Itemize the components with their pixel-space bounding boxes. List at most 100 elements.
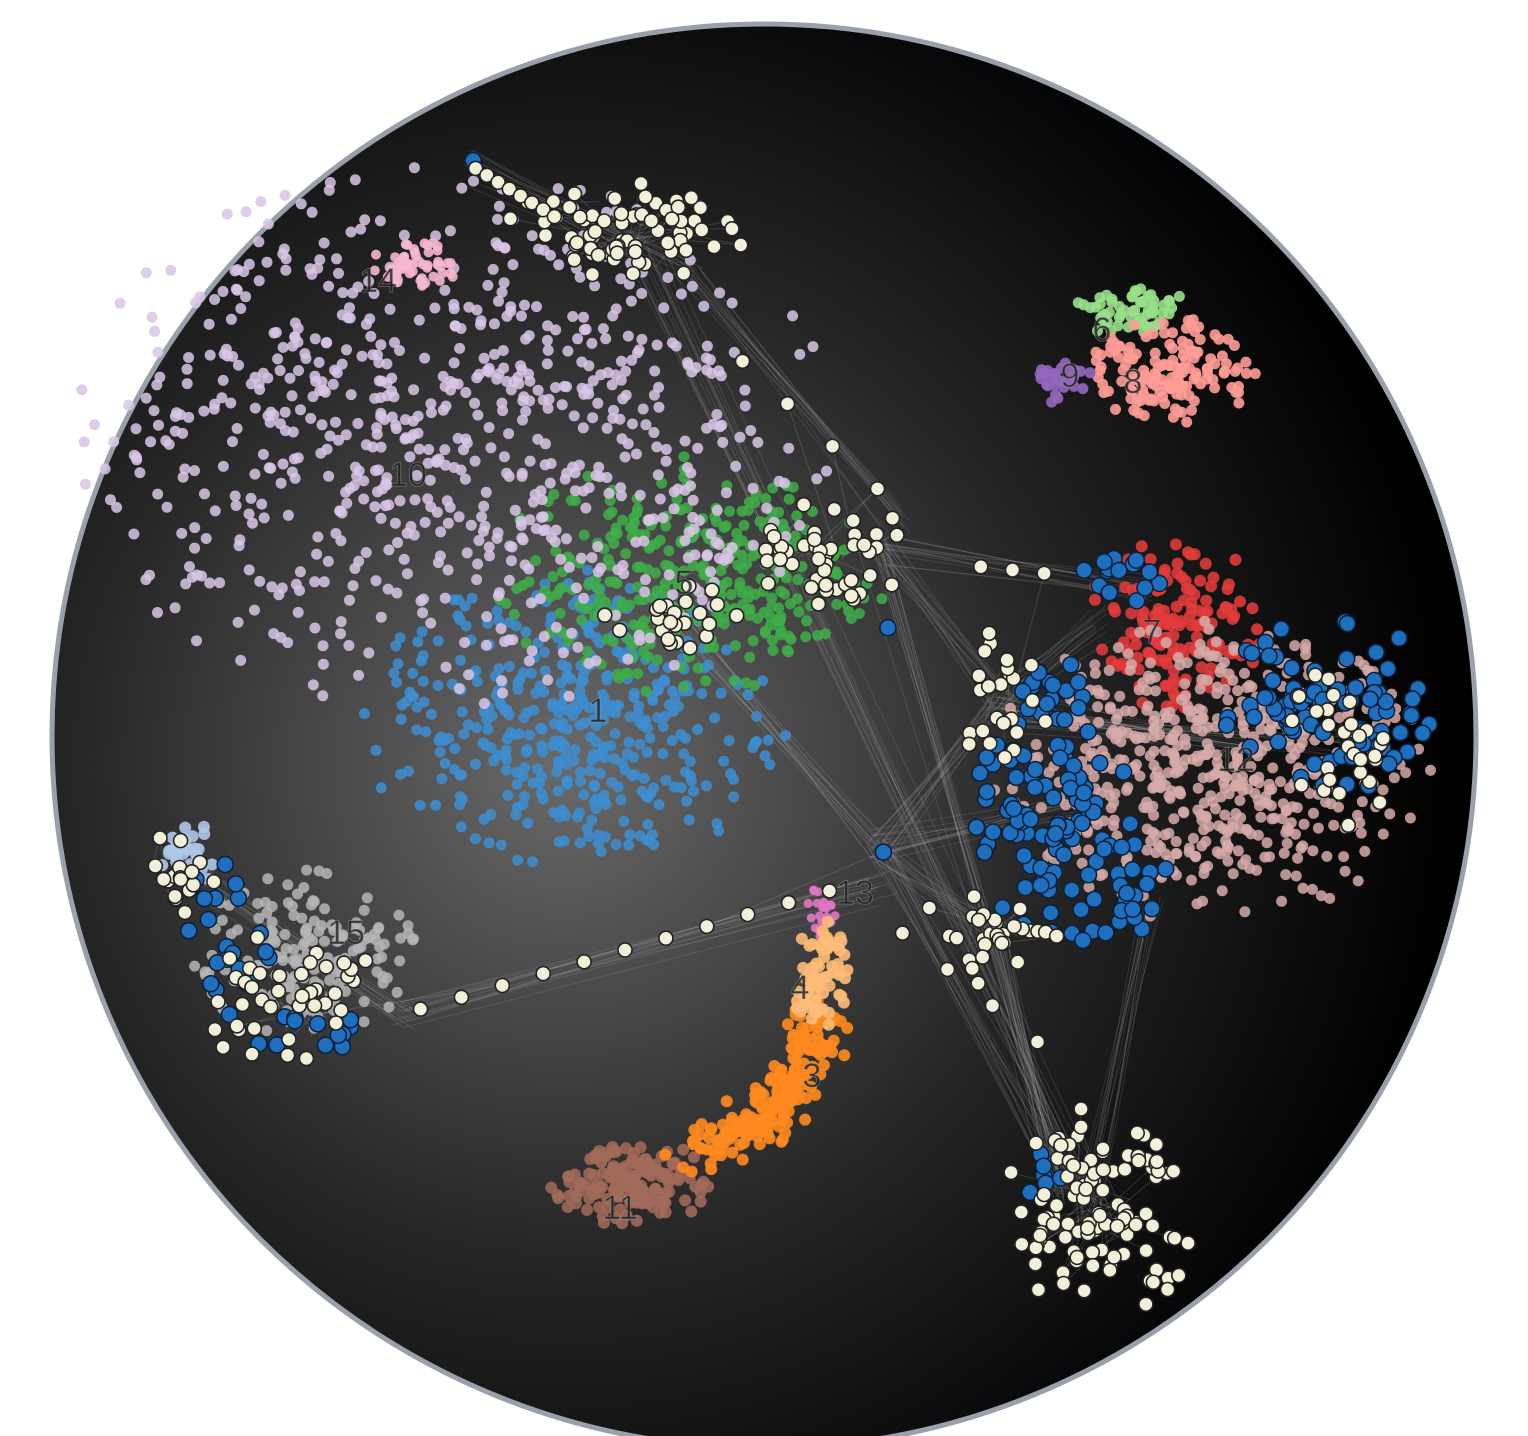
edge <box>890 851 1067 1183</box>
cluster-1-node <box>595 845 607 857</box>
cluster-5-node <box>678 565 690 577</box>
cluster-7-node <box>1109 605 1121 618</box>
cluster-10-node <box>294 566 306 578</box>
cluster-10-node <box>305 412 317 424</box>
cluster-10-node <box>429 302 441 314</box>
accent-node <box>256 943 275 961</box>
accent-node <box>195 889 214 908</box>
cluster-10-node <box>282 509 294 521</box>
cluster-1-node <box>668 781 680 793</box>
cluster-10-node <box>256 498 268 510</box>
cluster-12-node <box>1114 690 1126 702</box>
hub-node <box>976 643 993 660</box>
cluster-10-node <box>616 433 628 445</box>
hub-node <box>868 526 885 543</box>
cluster-10-node <box>360 439 372 451</box>
cluster-15-node <box>261 1025 273 1037</box>
cluster-1-node <box>512 854 524 866</box>
cluster-12-node <box>1199 615 1211 627</box>
cluster-5-node <box>792 574 804 586</box>
edge <box>404 905 879 1028</box>
cluster-1-node <box>723 735 735 746</box>
cluster-10-node <box>711 409 723 420</box>
cluster-label-3: 3 <box>803 1057 822 1095</box>
hub-node <box>327 985 343 1002</box>
cluster-5-node <box>767 645 779 656</box>
cluster-1-node <box>494 697 506 709</box>
cluster-10-node <box>519 299 530 311</box>
cluster-1-node <box>469 833 481 845</box>
cluster-12-node <box>1126 705 1138 717</box>
cluster-10-node <box>225 313 237 325</box>
hub-node <box>780 894 797 911</box>
cluster-5-node <box>564 553 576 565</box>
cluster-5-node <box>800 631 812 643</box>
cluster-4-node <box>810 957 823 970</box>
edge <box>640 249 1089 1192</box>
cluster-8-node <box>1148 395 1160 407</box>
cluster-3-node <box>768 1094 781 1107</box>
cluster-4-node <box>839 972 851 985</box>
cluster-8-node <box>1171 388 1183 400</box>
cluster-10-node <box>344 594 355 606</box>
cluster-10-node <box>371 428 383 440</box>
cluster-11-node <box>641 1157 654 1170</box>
cluster-10-node <box>253 378 265 390</box>
cluster-10-node <box>368 288 380 299</box>
cluster-12-node <box>1297 882 1309 894</box>
cluster-10-node <box>144 569 155 581</box>
cluster-15-node <box>381 972 393 984</box>
cluster-12-node <box>1245 828 1257 840</box>
accent-node <box>1085 890 1104 909</box>
cluster-1-node <box>500 764 512 776</box>
cluster-10-node <box>322 555 334 567</box>
cluster-1-node <box>538 646 550 658</box>
hub-node <box>678 242 694 259</box>
hub-node <box>412 1001 429 1017</box>
cluster-10-node <box>372 486 383 498</box>
cluster-12-node <box>1300 643 1311 655</box>
cluster-10-node <box>317 658 329 670</box>
cluster-10-node <box>773 475 785 487</box>
cluster-7-node <box>1152 607 1165 620</box>
cluster-8-node <box>1102 385 1114 397</box>
cluster-10-node <box>525 597 537 609</box>
hub-node <box>1351 728 1367 744</box>
edge <box>872 544 1012 696</box>
cluster-3-node <box>727 1129 739 1142</box>
cluster-1-node <box>576 693 588 705</box>
cluster-7-node <box>1251 623 1263 636</box>
cluster-10-node <box>601 472 613 483</box>
hub-node <box>206 873 222 890</box>
cluster-1-node <box>696 688 708 700</box>
cluster-1-node <box>395 713 407 725</box>
cluster-7-node <box>1158 618 1170 630</box>
cluster-5-node <box>678 451 690 463</box>
hub-node <box>693 222 710 238</box>
cluster-10-node <box>317 690 329 702</box>
cluster-12-node <box>1089 667 1101 679</box>
cluster-9-node <box>1042 365 1054 377</box>
cluster-15-node <box>300 927 312 938</box>
cluster-1-node <box>458 728 470 740</box>
edge <box>646 250 1094 1201</box>
cluster-11-node <box>597 1167 609 1180</box>
cluster-9-node <box>1049 379 1061 391</box>
cluster-10-node <box>243 564 255 576</box>
cluster-10-node <box>374 215 386 227</box>
edge <box>870 534 1015 702</box>
cluster-12-node <box>1255 723 1267 735</box>
cluster-5-node <box>642 564 654 575</box>
cluster-1-node <box>524 729 536 741</box>
hub-nodes <box>147 160 1391 1313</box>
cluster-1-node <box>538 686 550 698</box>
cluster-10-node <box>586 552 598 564</box>
cluster-15-node <box>376 951 388 963</box>
cluster-4-node <box>835 990 848 1003</box>
cluster-12-node <box>1171 848 1183 860</box>
edge <box>1013 604 1107 689</box>
accent-node <box>1044 676 1062 694</box>
accent-node <box>227 875 245 893</box>
cluster-5-node <box>774 615 786 627</box>
cluster-10-node <box>634 489 646 501</box>
